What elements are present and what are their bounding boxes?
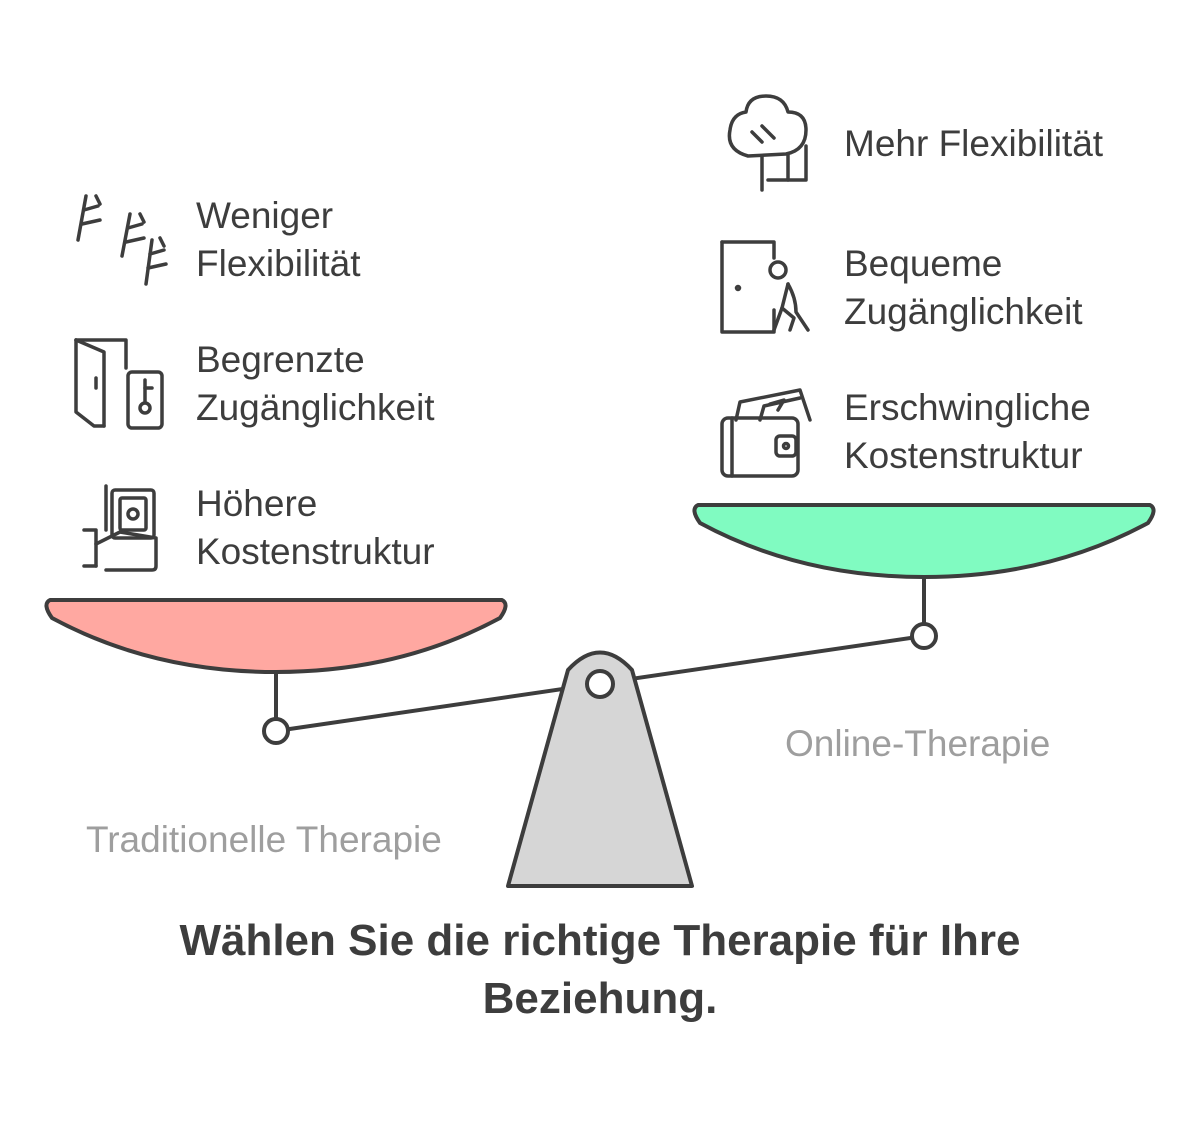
left-item-flexibility: Weniger Flexibilität xyxy=(196,192,361,288)
left-item-accessibility: Begrenzte Zugänglichkeit xyxy=(196,336,435,432)
left-item-accessibility-line2: Zugänglichkeit xyxy=(196,387,435,428)
left-pivot xyxy=(262,717,290,745)
right-item-cost-line1: Erschwingliche xyxy=(844,387,1091,428)
online-therapy-label: Online-Therapie xyxy=(785,723,1051,764)
scale-fulcrum xyxy=(506,650,694,888)
right-item-flexibility-line1: Mehr Flexibilität xyxy=(844,123,1104,164)
left-item-cost-line2: Kostenstruktur xyxy=(196,531,435,572)
left-pan xyxy=(44,598,508,674)
page-title-line2: Beziehung. xyxy=(482,974,718,1023)
traditional-therapy-label: Traditionelle Therapie xyxy=(86,819,442,860)
wallet-money-icon xyxy=(720,388,812,478)
right-pan xyxy=(692,503,1156,579)
right-item-accessibility-line2: Zugänglichkeit xyxy=(844,291,1083,332)
left-item-accessibility-line1: Begrenzte xyxy=(196,339,365,380)
page-title-line1: Wählen Sie die richtige Therapie für Ihr… xyxy=(179,916,1021,965)
fulcrum-pivot xyxy=(585,669,615,699)
left-item-cost: Höhere Kostenstruktur xyxy=(196,480,435,576)
page-title: Wählen Sie die richtige Therapie für Ihr… xyxy=(100,912,1100,1028)
right-item-accessibility-line1: Bequeme xyxy=(844,243,1003,284)
right-item-cost: Erschwingliche Kostenstruktur xyxy=(844,384,1091,480)
right-item-flexibility: Mehr Flexibilität xyxy=(844,120,1103,168)
right-pivot xyxy=(910,622,938,650)
left-item-flexibility-line1: Weniger xyxy=(196,195,334,236)
hand-holding-money-icon xyxy=(82,484,158,572)
right-item-cost-line2: Kostenstruktur xyxy=(844,435,1083,476)
person-entering-door-icon xyxy=(720,240,810,334)
tree-icon xyxy=(727,94,808,192)
left-item-flexibility-line2: Flexibilität xyxy=(196,243,361,284)
left-item-cost-line1: Höhere xyxy=(196,483,318,524)
right-item-accessibility: Bequeme Zugänglichkeit xyxy=(844,240,1083,336)
withered-stalks-icon xyxy=(76,194,168,286)
locked-door-icon xyxy=(74,338,164,430)
